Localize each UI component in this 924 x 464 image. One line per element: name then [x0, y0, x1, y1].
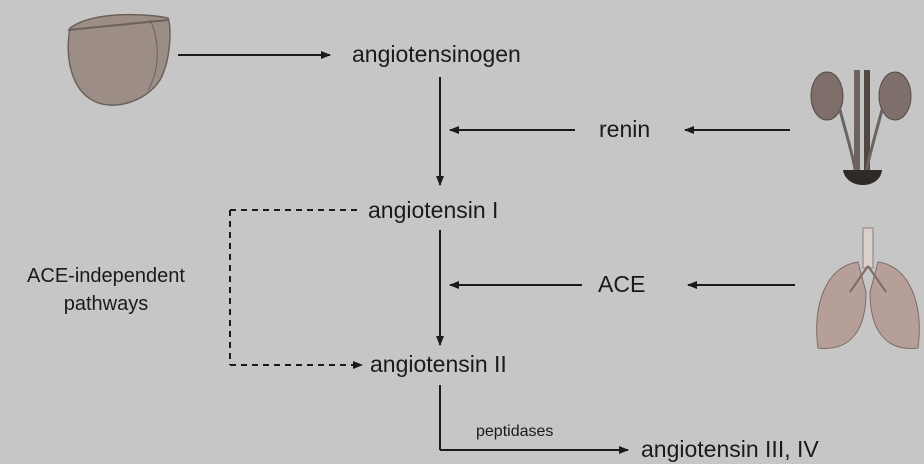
angiotensinogen-node: angiotensinogen — [352, 43, 521, 66]
ace-node: ACE — [598, 273, 645, 296]
liver-icon — [68, 15, 170, 106]
ace-independent-label-line1: ACE-independent — [6, 266, 206, 286]
angiotensin-iii-iv-node: angiotensin III, IV — [641, 438, 819, 461]
ace-independent-label-line2: pathways — [6, 294, 206, 314]
lungs-icon — [817, 228, 920, 348]
angiotensin-ii-node: angiotensin II — [370, 353, 507, 376]
renin-node: renin — [599, 118, 650, 141]
kidney-icon — [811, 70, 911, 185]
angiotensin-i-node: angiotensin I — [368, 199, 498, 222]
peptidases-label: peptidases — [476, 424, 553, 440]
